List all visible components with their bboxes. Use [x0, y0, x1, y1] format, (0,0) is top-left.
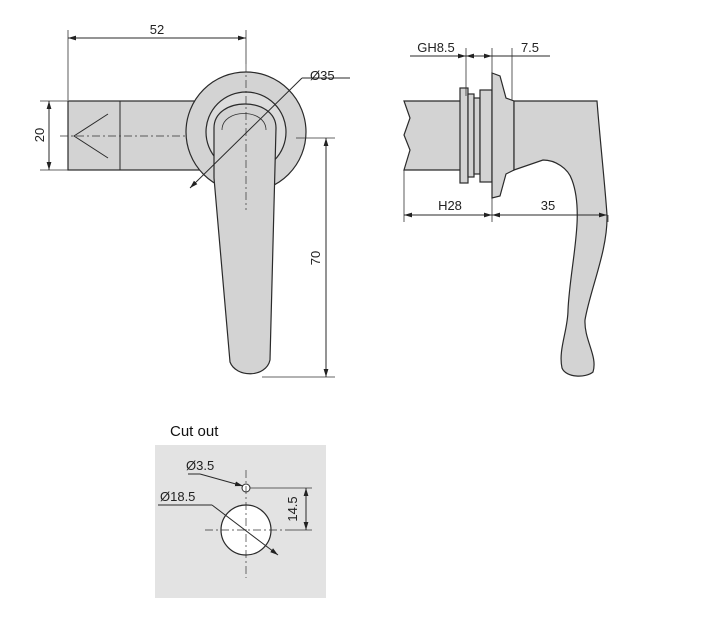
lever-profile [513, 100, 608, 377]
front-view: Ø35 52 20 70 [32, 22, 350, 378]
washer-2 [473, 97, 481, 175]
cutout-view: Cut out Ø3.5 Ø18.5 14.5 [155, 423, 326, 598]
nut [459, 87, 469, 184]
width-label: 52 [150, 22, 164, 37]
cutout-title: Cut out [170, 423, 219, 440]
gh-label: GH8.5 [417, 40, 455, 55]
key-arrow-symbol [73, 113, 109, 159]
small-hole-leader [199, 473, 244, 487]
side-view: GH8.5 7.5 H28 35 [403, 40, 609, 377]
washer-1 [467, 93, 475, 178]
lever-handle-edge [221, 113, 267, 131]
diameter-leader [189, 77, 303, 189]
panel-section [479, 89, 493, 183]
small-hole-label: Ø3.5 [186, 458, 214, 473]
h-label: H28 [438, 198, 462, 213]
offset-label: 14.5 [285, 496, 300, 521]
main-hole-leader [211, 504, 279, 556]
flange-label: 7.5 [521, 40, 539, 55]
diameter-label: Ø35 [310, 68, 335, 83]
rosette-flange [491, 72, 515, 199]
main-hole-label: Ø18.5 [160, 489, 195, 504]
cylinder-body [403, 100, 467, 171]
length-label: 70 [308, 251, 323, 265]
lever-handle [213, 103, 277, 375]
reach-label: 35 [541, 198, 555, 213]
height-label: 20 [32, 128, 47, 142]
